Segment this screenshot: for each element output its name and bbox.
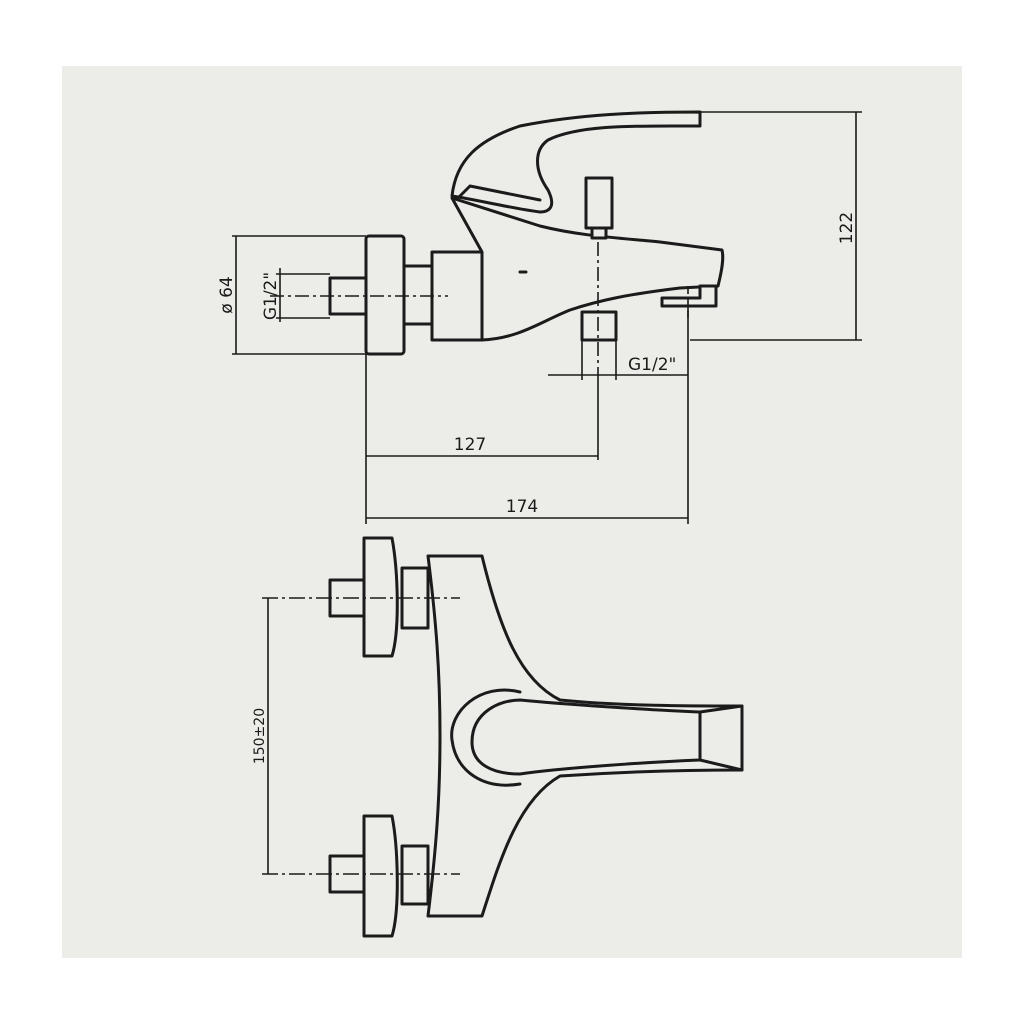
- dim-spout-axis: 127: [454, 435, 486, 455]
- side-view: ø 64 G1/2" 122 G1/2" 127 174: [217, 110, 862, 524]
- spout-edges: [698, 704, 744, 772]
- spout-tip: [660, 284, 718, 308]
- handle-joint-side: [458, 184, 542, 202]
- escutcheon-lower: [362, 814, 399, 938]
- connector-lower: [400, 844, 430, 906]
- dim-inlet-spacing: 150±20: [252, 708, 268, 764]
- diverter-stem: [590, 226, 608, 240]
- diverter-knob: [584, 176, 614, 230]
- lever-handle-side: [450, 110, 702, 214]
- shower-outlet: [580, 310, 618, 342]
- dim-diameter: ø 64: [217, 276, 237, 313]
- dim-outlet-thread: G1/2": [628, 355, 676, 375]
- top-view: 150±20: [252, 536, 744, 938]
- connector-side: [402, 264, 434, 326]
- dim-inlet-thread: G1/2": [261, 272, 281, 320]
- dim-height: 122: [837, 212, 857, 244]
- lever-handle-top: [470, 698, 702, 776]
- dim-overall-depth: 174: [506, 497, 538, 517]
- escutcheon-side: [364, 234, 406, 356]
- escutcheon-upper: [362, 536, 399, 658]
